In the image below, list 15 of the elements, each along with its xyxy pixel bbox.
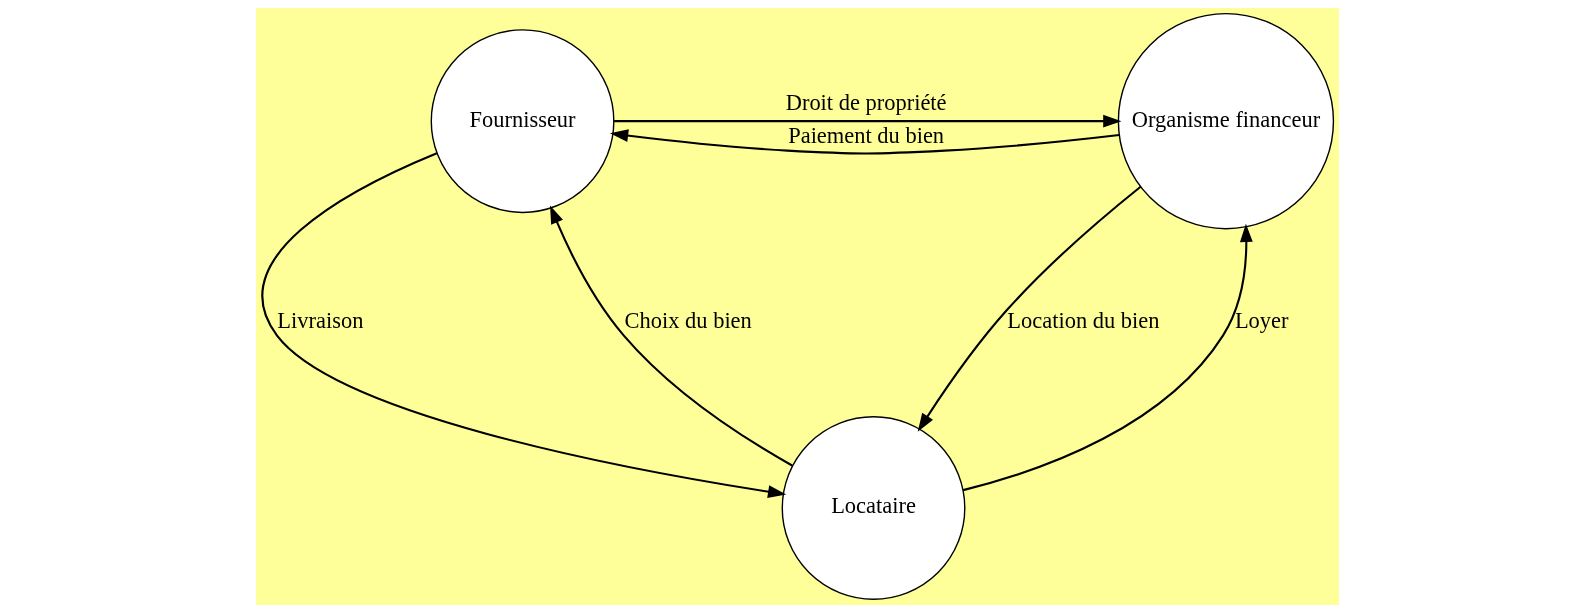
edge-label: Loyer bbox=[1234, 308, 1289, 334]
arrow bbox=[962, 223, 1253, 492]
edge-label: Droit de propriété bbox=[785, 89, 947, 115]
arrow bbox=[261, 152, 786, 498]
edge-label: Paiement du bien bbox=[787, 123, 944, 149]
node-circle: Locataire bbox=[781, 416, 965, 600]
node-circle: Fournisseur bbox=[430, 29, 614, 214]
edge-label: Livraison bbox=[276, 308, 363, 334]
arrow bbox=[549, 205, 793, 467]
node-circle: Organisme financeur bbox=[1117, 12, 1334, 230]
arrow bbox=[613, 114, 1121, 128]
edge-label: Choix du bien bbox=[624, 308, 752, 334]
arrow bbox=[609, 129, 1119, 155]
arrow bbox=[917, 185, 1141, 432]
edge-label: Location du bien bbox=[1006, 308, 1159, 334]
